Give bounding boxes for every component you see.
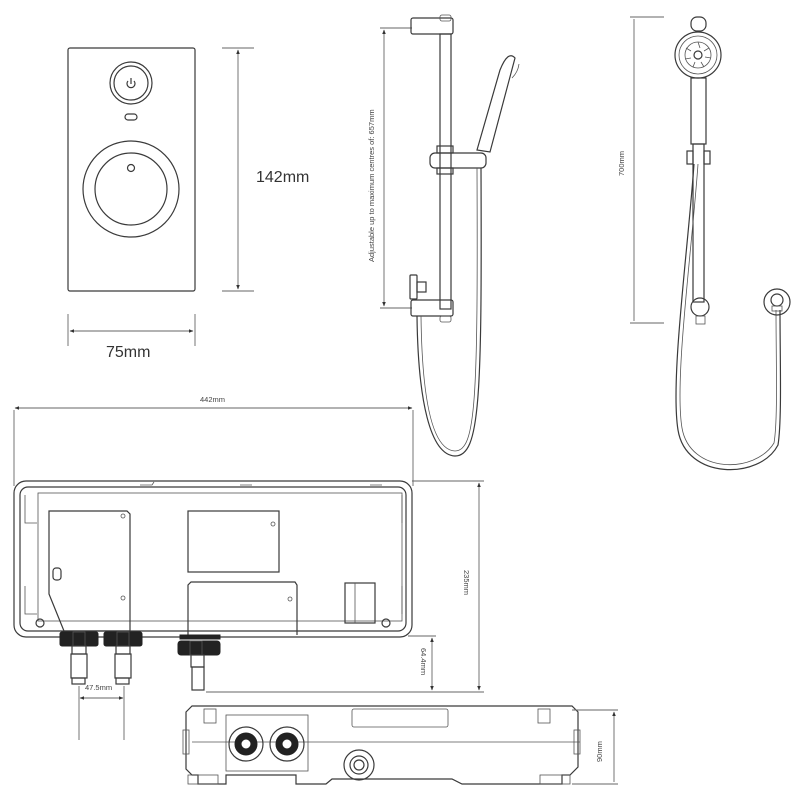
terminal-cover-plate (48, 510, 131, 632)
status-led-indicator (124, 113, 138, 121)
terminal-block (344, 582, 376, 624)
cable-clamp (52, 567, 62, 581)
water-inlet-left (59, 631, 99, 685)
handset-grip (690, 77, 707, 145)
riser-rail-front-view: Adjustable up to maximum centres of: 657… (367, 14, 520, 457)
shower-hose (416, 167, 482, 457)
water-outlet (177, 634, 221, 691)
handset-slider (429, 152, 487, 169)
dimension-64-4mm: 64.4mm (408, 635, 436, 691)
wall-elbow-outlet (409, 274, 418, 300)
dimension-adjustable-657mm: Adjustable up to maximum centres of: 657… (367, 27, 412, 309)
shower-handset (476, 55, 516, 153)
temperature-dial-outer-ring (82, 140, 180, 238)
adjustable-centres-label: Adjustable up to maximum centres of: 657… (367, 109, 376, 262)
control-panel-height-label: 142mm (256, 169, 309, 186)
heater-can-cover (187, 581, 298, 635)
rail-bottom-bracket (410, 299, 454, 317)
dimension-235mm: 235mm (206, 480, 484, 693)
dimension-47-5mm: 47.5mm (78, 683, 125, 740)
dimension-442mm: 442mm (13, 395, 414, 486)
unit-width-label: 442mm (200, 395, 225, 404)
inlet-port-right (269, 726, 305, 762)
dial-indicator-dot (126, 163, 136, 173)
riser-rail-side (692, 143, 705, 303)
control-panel-front-view: 142mm 75mm (67, 47, 309, 361)
power-button (109, 61, 153, 105)
shower-unit-rear-view: 442mm (13, 395, 484, 740)
control-panel-body (67, 47, 196, 292)
unit-height-label: 235mm (462, 570, 471, 595)
handset-side-view: 700mm (617, 16, 791, 471)
dimension-700mm: 700mm (617, 16, 664, 324)
dimension-142mm: 142mm (222, 47, 309, 292)
riser-rail (439, 33, 452, 310)
rail-top-bracket (410, 17, 454, 35)
temperature-dial (94, 152, 168, 226)
outlet-port (343, 749, 375, 781)
wall-outlet (763, 288, 791, 316)
control-panel-width-label: 75mm (106, 344, 150, 361)
inlet-port-left (228, 726, 264, 762)
water-inlet-right (103, 631, 143, 685)
outlet-drop-label: 64.4mm (419, 648, 428, 675)
dimension-75mm: 75mm (67, 314, 196, 361)
dimension-90mm: 90mm (572, 709, 618, 785)
shower-head-spray-plate (674, 31, 722, 79)
power-icon (126, 78, 136, 89)
handset-height-label: 700mm (617, 151, 626, 176)
shower-unit-bottom-view: 90mm (182, 705, 618, 785)
rail-end-cap (690, 297, 710, 317)
unit-casing (13, 480, 413, 638)
pcb-cover (187, 510, 280, 573)
shower-hose-side (675, 163, 782, 471)
unit-depth-label: 90mm (595, 741, 604, 762)
inlet-spacing-label: 47.5mm (85, 683, 112, 692)
